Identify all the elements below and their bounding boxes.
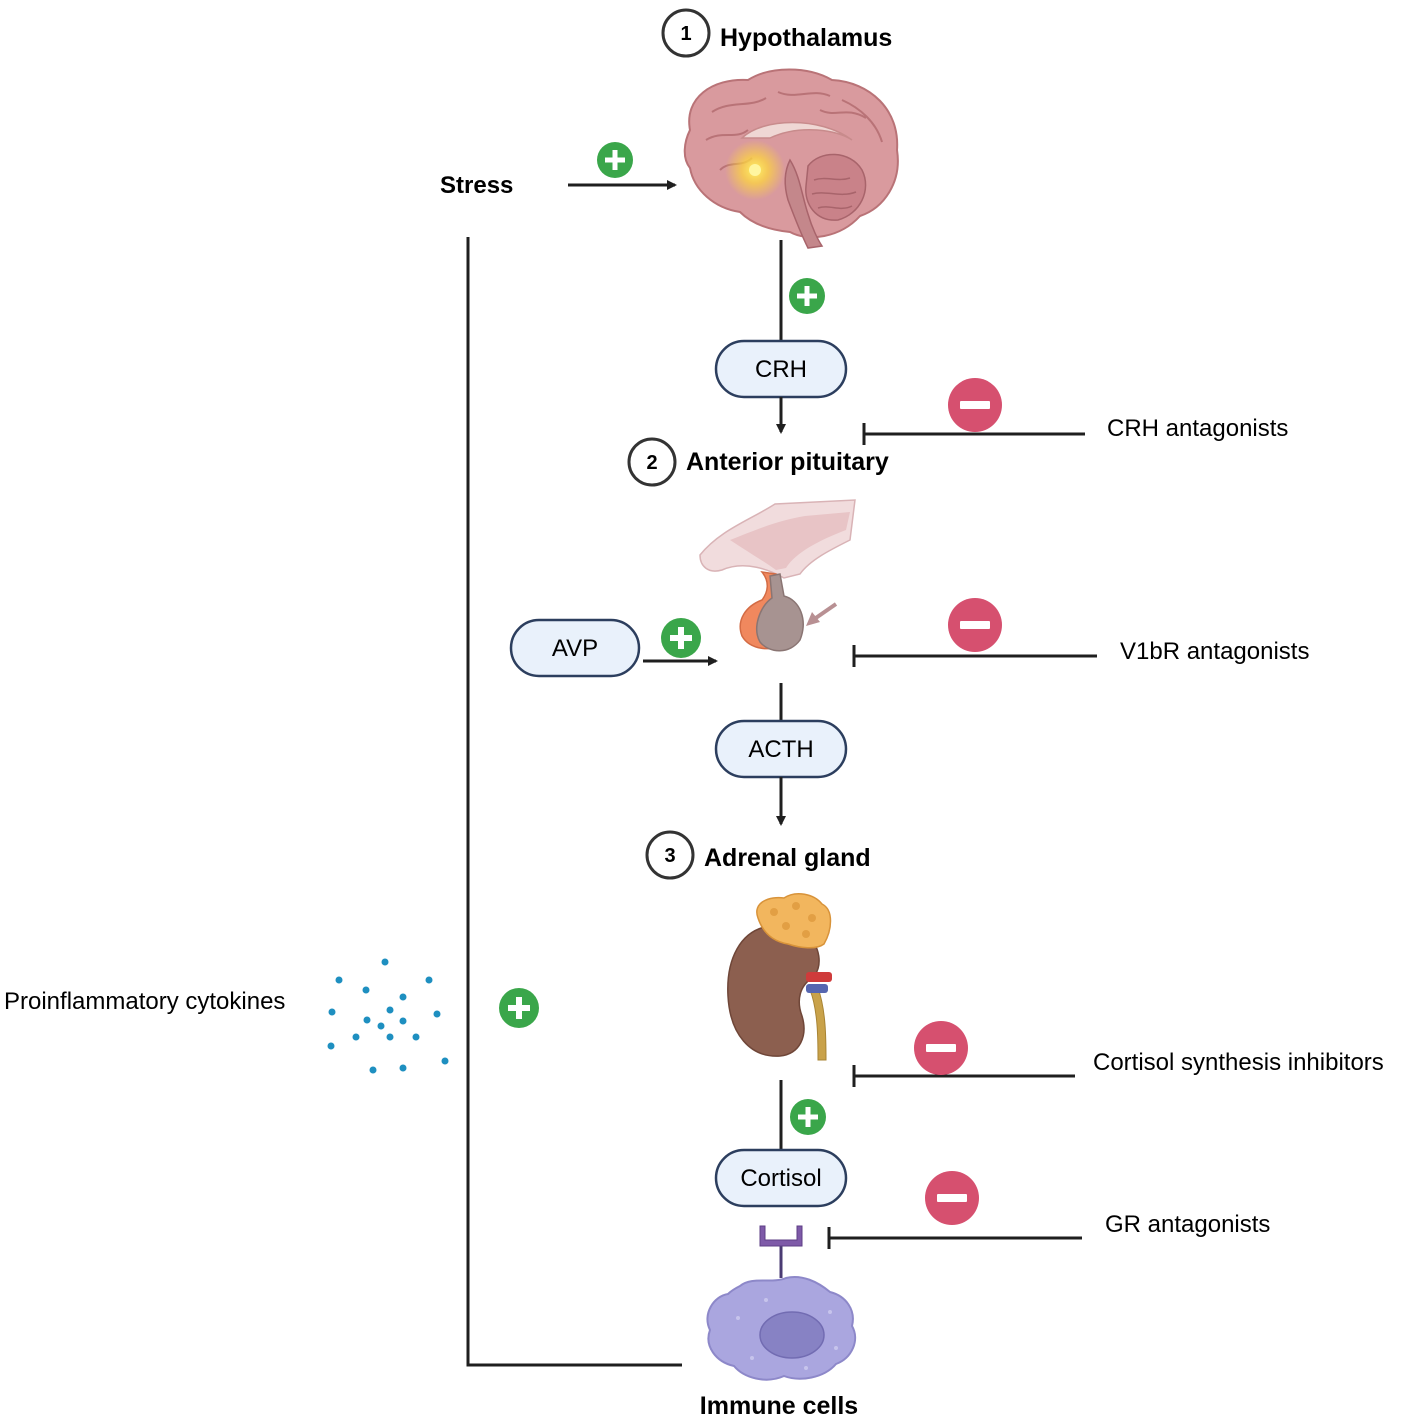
minus-circle-icon <box>948 378 1002 432</box>
brain-illustration <box>683 68 899 249</box>
v1br-antagonists-inhibition <box>852 645 1097 667</box>
stage-2-header: 2 Anterior pituitary <box>627 437 889 487</box>
gr-antagonists-inhibition <box>827 1227 1082 1249</box>
stress-label: Stress <box>440 172 513 199</box>
stage-3-number-badge <box>645 830 695 880</box>
stage-1-number: 1 <box>680 23 691 45</box>
minus-circle-icon <box>925 1171 979 1225</box>
stage-1-header: 1 Hypothalamus <box>661 8 892 58</box>
stage-2-number: 2 <box>646 452 657 474</box>
cortisol-synthesis-inhibition <box>852 1065 1075 1087</box>
adrenal-kidney-illustration <box>727 892 832 1061</box>
plus-circle-icon <box>789 278 825 314</box>
stage-1-title: Hypothalamus <box>720 24 892 52</box>
immune-cells-label: Immune cells <box>700 1392 858 1420</box>
v1br-antagonists-label: V1bR antagonists <box>1120 638 1309 665</box>
stage-2-number-badge <box>627 437 677 487</box>
acth-label: ACTH <box>748 736 813 763</box>
plus-circle-icon <box>499 988 539 1028</box>
immune-cell-illustration <box>706 1276 857 1381</box>
crh-node: CRH <box>714 339 848 399</box>
crh-label: CRH <box>755 356 807 383</box>
gr-antagonists-label: GR antagonists <box>1105 1211 1270 1238</box>
stage-3-number: 3 <box>664 845 675 867</box>
minus-circle-icon <box>914 1021 968 1075</box>
stage-3-header: 3 Adrenal gland <box>645 830 871 880</box>
crh-antagonists-label: CRH antagonists <box>1107 415 1288 442</box>
plus-circle-icon <box>790 1099 826 1135</box>
cortisol-label: Cortisol <box>740 1165 821 1192</box>
avp-label: AVP <box>552 635 598 662</box>
cortisol-synthesis-inhibitors-label: Cortisol synthesis inhibitors <box>1093 1049 1384 1076</box>
cytokine-dots <box>327 958 449 1074</box>
cytokine-feedback-loop-line <box>466 237 682 1367</box>
avp-node: AVP <box>509 618 641 678</box>
plus-circle-icon <box>661 618 701 658</box>
acth-node: ACTH <box>714 719 848 779</box>
stage-3-title: Adrenal gland <box>704 844 871 872</box>
cortisol-node: Cortisol <box>714 1148 848 1208</box>
stage-2-title: Anterior pituitary <box>686 448 889 476</box>
pituitary-illustration <box>699 499 856 652</box>
glucocorticoid-receptor-icon <box>759 1225 803 1278</box>
proinflammatory-cytokines-label: Proinflammatory cytokines <box>4 988 285 1015</box>
stage-1-number-badge <box>661 8 711 58</box>
minus-circle-icon <box>948 598 1002 652</box>
crh-antagonists-inhibition <box>862 423 1085 445</box>
plus-circle-icon <box>597 142 633 178</box>
